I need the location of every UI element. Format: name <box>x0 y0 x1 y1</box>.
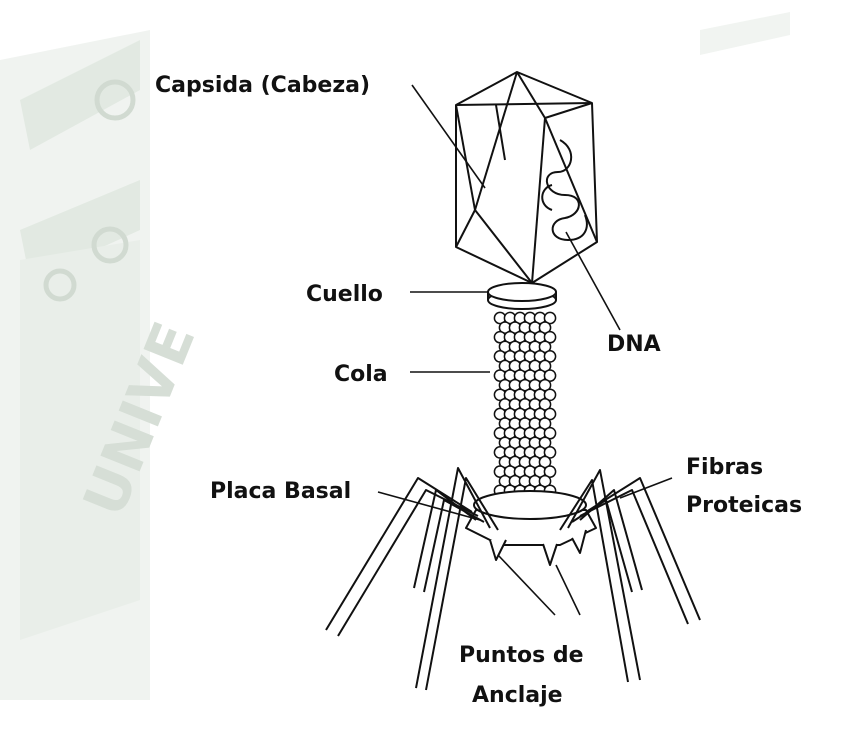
neck-collar <box>488 283 556 309</box>
anchor-leader-right <box>556 565 580 615</box>
neck-label: Cuello <box>306 282 383 307</box>
fibers-leader <box>620 478 672 498</box>
anchor-label-line2: Anclaje <box>472 683 563 708</box>
base-plate-leader <box>378 492 480 520</box>
dna-label: DNA <box>607 332 661 357</box>
dna-leader <box>566 232 620 330</box>
anchor-label-line1: Puntos de <box>459 643 584 668</box>
fibers-label-line2: Proteicas <box>686 493 802 518</box>
base-plate-label: Placa Basal <box>210 479 351 504</box>
anchor-leader-left <box>498 555 555 615</box>
tail-label: Cola <box>334 362 388 387</box>
watermark-seal: UNIVE <box>0 12 790 700</box>
fibers-label-line1: Fibras <box>686 455 763 480</box>
base-plate <box>466 491 596 565</box>
tail-sheath <box>494 312 555 506</box>
capsid-label: Capsida (Cabeza) <box>155 73 370 98</box>
